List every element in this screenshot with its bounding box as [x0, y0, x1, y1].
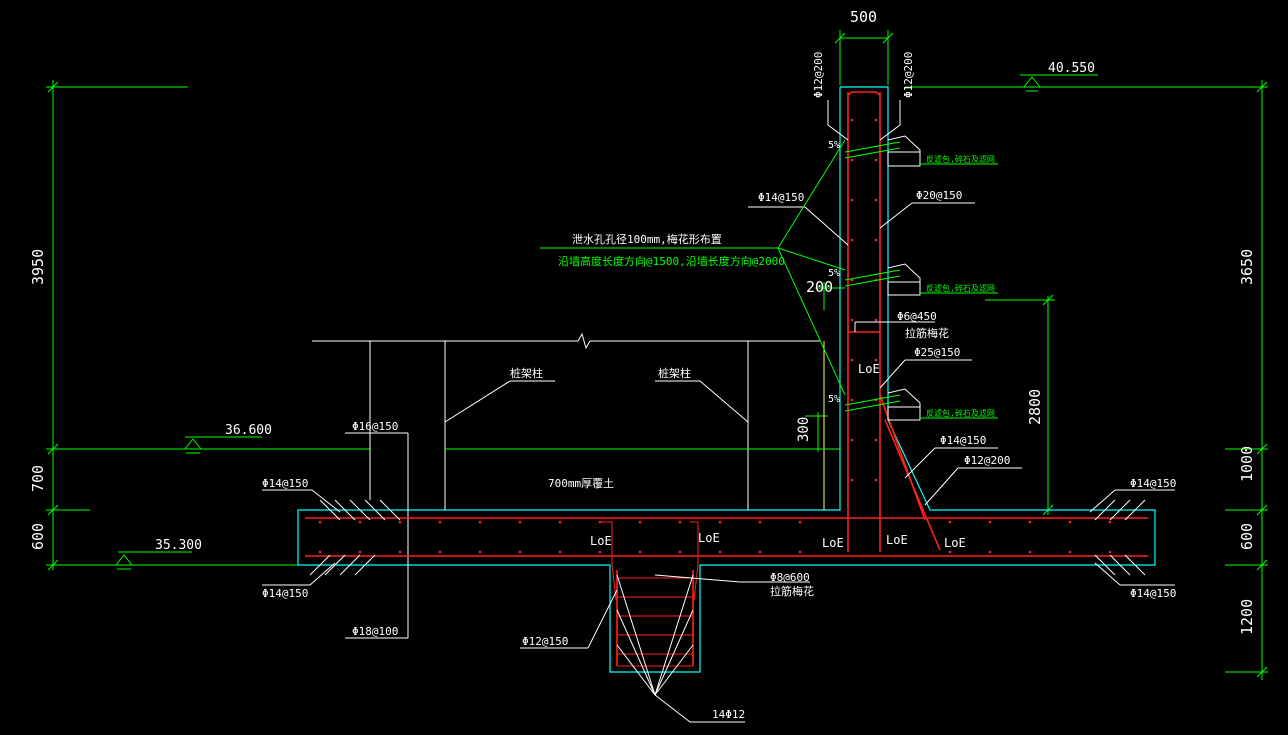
dim-600-right: 600	[1238, 523, 1256, 550]
dim-200: 200	[806, 278, 833, 296]
label-tie-a-note: 拉筋梅花	[905, 326, 949, 340]
label-wall-top-right: Φ12@200	[902, 52, 915, 98]
slope-1: 5%	[828, 140, 840, 151]
elevation-text: 40.550 36.600 35.300	[155, 61, 1095, 553]
label-haunch-2: Φ12@200	[964, 454, 1010, 467]
dim-3950: 3950	[29, 249, 47, 285]
dim-700: 700	[29, 465, 47, 492]
label-key-long: 14Φ12	[712, 708, 745, 721]
loe-2: LoE	[698, 531, 720, 545]
loe-3: LoE	[822, 536, 844, 550]
label-slab-top-right: Φ14@150	[1130, 477, 1176, 490]
label-tie-a: Φ6@450	[897, 310, 937, 323]
label-key-tie-note: 拉筋梅花	[770, 584, 814, 598]
label-haunch-1: Φ14@150	[940, 434, 986, 447]
note-filter-3: 反滤包,碎石及滤网	[926, 408, 995, 418]
anchorage-text: LoE LoE LoE LoE LoE LoE	[590, 362, 966, 550]
dimension-text: 500 3950 700 600 3650 1000 600 1200 2800…	[29, 8, 1256, 635]
loe-wall: LoE	[858, 362, 880, 376]
label-key-tie: Φ8@600	[770, 571, 810, 584]
slope-2: 5%	[828, 268, 840, 279]
dim-1000: 1000	[1238, 446, 1256, 482]
note-pile-right: 桩架柱	[658, 366, 691, 380]
elevation-base: 35.300	[155, 538, 202, 553]
dimension-lines	[46, 30, 1268, 680]
rebar	[305, 91, 1148, 667]
note-drain-white: 泄水孔孔径100mm,梅花形布置	[572, 232, 722, 246]
slope-text: 5% 5% 5%	[828, 140, 840, 405]
label-slab-bot-left: Φ14@150	[262, 587, 308, 600]
label-wall-right: Φ20@150	[916, 189, 962, 202]
loe-4: LoE	[886, 533, 908, 547]
drain-pipe-1	[844, 135, 998, 167]
dim-2800: 2800	[1026, 389, 1044, 425]
dim-3650: 3650	[1238, 249, 1256, 285]
label-slab-bot-right: Φ14@150	[1130, 587, 1176, 600]
dim-500: 500	[850, 8, 877, 26]
note-fill: 700mm厚覆土	[548, 477, 614, 490]
elevation-backfill: 36.600	[225, 423, 272, 438]
dim-1200: 1200	[1238, 599, 1256, 635]
label-wall-top-left: Φ12@200	[812, 52, 825, 98]
elevation-marks	[95, 74, 1098, 570]
fill-and-piles	[312, 332, 840, 639]
rebar-text: Φ12@200 Φ12@200 Φ14@150 Φ20@150 Φ6@450 拉…	[262, 52, 1176, 721]
label-slab-top-left: Φ14@150	[262, 477, 308, 490]
note-text: 泄水孔孔径100mm,梅花形布置 沿墙高度长度方向@1500,沿墙长度方向@20…	[510, 154, 995, 490]
loe-5: LoE	[944, 536, 966, 550]
label-slab-left-dowel: Φ18@100	[352, 625, 398, 638]
drain-pipe-3	[844, 388, 998, 421]
slope-3: 5%	[828, 394, 840, 405]
dim-300: 300	[796, 417, 812, 442]
note-filter-1: 反滤包,碎石及滤网	[926, 154, 995, 164]
leader-lines	[262, 100, 1175, 723]
drain-pipe-2	[844, 263, 998, 296]
dim-600-left: 600	[29, 523, 47, 550]
loe-1: LoE	[590, 534, 612, 548]
label-wall-left: Φ14@150	[758, 191, 804, 204]
label-wall-right-lower: Φ25@150	[914, 346, 960, 359]
label-key-side: Φ12@150	[522, 635, 568, 648]
label-heel-left: Φ16@150	[352, 420, 398, 433]
note-filter-2: 反滤包,碎石及滤网	[926, 283, 995, 293]
concrete-outline	[297, 86, 1156, 673]
note-drain-green: 沿墙高度长度方向@1500,沿墙长度方向@2000	[558, 254, 785, 268]
elevation-top: 40.550	[1048, 61, 1095, 76]
note-pile-left: 桩架柱	[510, 366, 543, 380]
drain-pipes	[844, 135, 998, 421]
